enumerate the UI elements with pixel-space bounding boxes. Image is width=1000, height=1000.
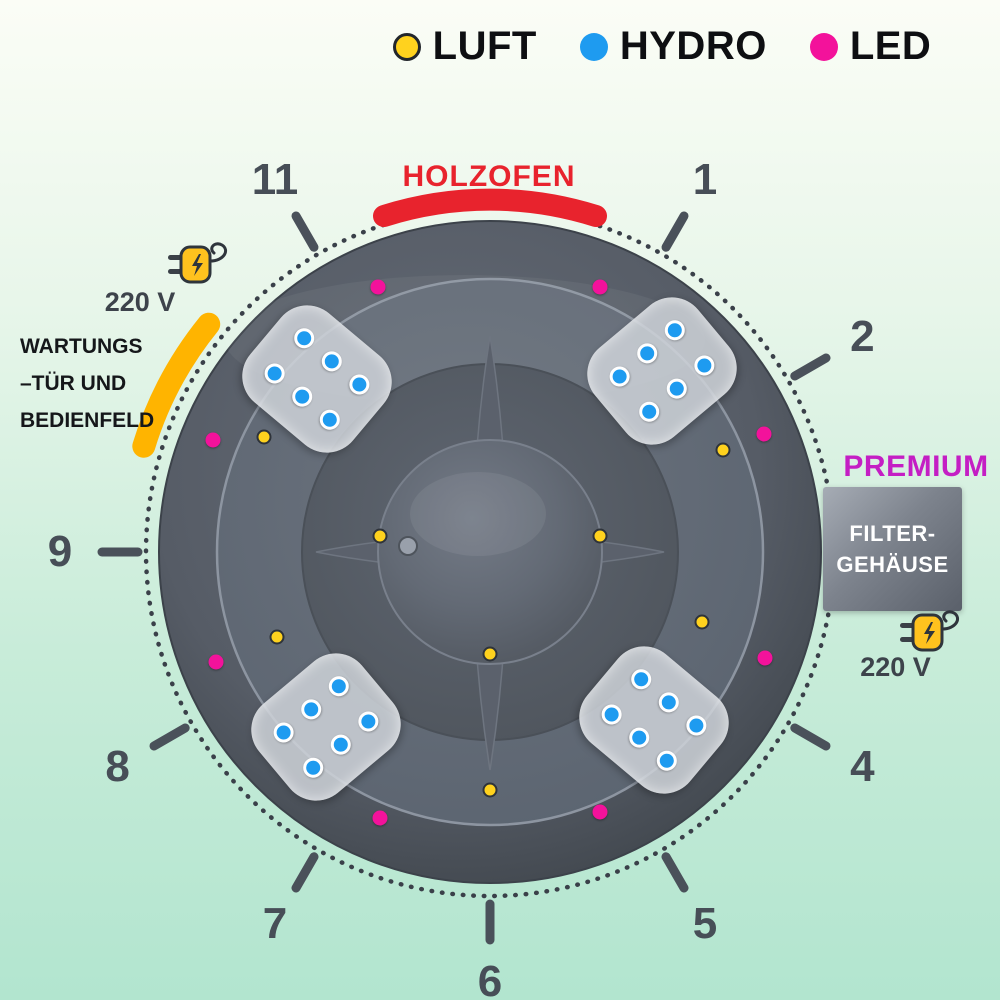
hydro-jet-dot <box>297 695 326 724</box>
hydro-jet-dot <box>660 316 689 345</box>
clock-tick-7 <box>291 852 319 893</box>
led-light-dot <box>757 650 773 666</box>
hydro-jet-dot <box>326 730 355 759</box>
clock-tick-4 <box>790 723 831 751</box>
air-jet-dot <box>372 528 388 544</box>
led-light-dot <box>592 804 608 820</box>
legend-label-hydro: HYDRO <box>619 24 767 68</box>
voltage-label-left: 220 V <box>104 287 176 317</box>
clock-number-1: 1 <box>692 154 718 204</box>
hydro-jet-dot <box>315 405 344 434</box>
plug-prong <box>900 623 914 628</box>
hydro-jet-dot <box>690 351 719 380</box>
hydro-jet-dot <box>605 362 634 391</box>
air-jet-dot <box>694 614 710 630</box>
drain-knob <box>398 536 418 556</box>
center-cone-highlight <box>410 472 546 556</box>
led-light-dot <box>208 654 224 670</box>
plug-prong <box>168 269 182 274</box>
led-light-dot <box>205 432 221 448</box>
clock-number-4: 4 <box>850 742 875 791</box>
led-light-dot <box>372 810 388 826</box>
plug-cable <box>940 610 959 631</box>
hydro-jet-cluster-3 <box>237 639 415 815</box>
filter-housing-label-line1: FILTER- <box>849 521 936 546</box>
legend-label-luft: LUFT <box>432 24 537 68</box>
hydro-jet-dot <box>654 688 683 717</box>
hydro-jet-dot <box>290 324 319 353</box>
hydro-jet-dot <box>324 672 353 701</box>
clock-number-8: 8 <box>105 742 130 791</box>
voltage-label-right: 220 V <box>860 652 931 682</box>
air-jet-dot <box>482 646 498 662</box>
led-light-dot <box>756 426 772 442</box>
clock-number-11: 11 <box>251 154 299 204</box>
clock-tick-8 <box>149 723 190 751</box>
service-door-label-line1: WARTUNGS <box>20 335 143 358</box>
clock-number-2: 2 <box>850 312 875 361</box>
service-door-label: WARTUNGS –TÜR UND BEDIENFELD <box>20 328 154 439</box>
led-light-dot <box>592 279 608 295</box>
service-door-label-line2: –TÜR UND <box>20 372 127 395</box>
center-cone <box>377 439 603 665</box>
clock-tick-1 <box>661 211 689 252</box>
hydro-jet-dot <box>662 374 691 403</box>
clock-number-6: 6 <box>477 957 503 1000</box>
hydro-jet-dot <box>288 382 317 411</box>
hydro-jet-dot <box>597 700 626 729</box>
hydro-jet-dot <box>260 359 289 388</box>
hydro-jet-dot <box>633 339 662 368</box>
legend-item-hydro: HYDRO <box>579 24 767 69</box>
power-plug-icon <box>900 610 959 652</box>
air-jet-dot <box>715 442 731 458</box>
clock-tick-2 <box>790 353 831 381</box>
hydro-jet-cluster-2 <box>573 283 751 459</box>
legend-item-luft: LUFT <box>392 24 537 69</box>
premium-label: PREMIUM <box>843 450 989 483</box>
hydro-jet-dot <box>635 397 664 426</box>
hydro-jet-dot <box>652 746 681 775</box>
holzofen-arc <box>373 188 607 227</box>
clock-tick-5 <box>661 852 689 893</box>
led-light-dot <box>370 279 386 295</box>
legend-dot-led <box>809 32 838 61</box>
hydro-jet-cluster-4 <box>565 632 743 808</box>
service-door-label-line3: BEDIENFELD <box>20 409 155 432</box>
hydro-jet-dot <box>317 347 346 376</box>
hydro-jet-cluster-1 <box>228 291 406 467</box>
air-jet-dot <box>256 429 272 445</box>
clock-number-5: 5 <box>692 899 718 949</box>
hydro-jet-dot <box>625 723 654 752</box>
air-jet-dot <box>269 629 285 645</box>
hydro-jet-dot <box>354 707 383 736</box>
filter-housing-box: FILTER- GEHÄUSE <box>823 487 962 611</box>
plug-prong <box>900 637 914 642</box>
service-door-arc <box>132 312 221 458</box>
hydro-jet-dot <box>269 718 298 747</box>
hydro-jet-dot <box>299 753 328 782</box>
hydro-jet-dot <box>345 370 374 399</box>
plug-prong <box>168 255 182 260</box>
clock-number-7: 7 <box>262 899 288 949</box>
legend: LUFT HYDRO LED <box>0 24 1000 69</box>
plug-cable <box>208 242 227 263</box>
clock-ticks <box>97 211 831 945</box>
legend-item-led: LED <box>809 24 932 69</box>
hydro-jet-dot <box>682 711 711 740</box>
lightning-bolt-icon <box>924 622 935 644</box>
legend-label-led: LED <box>849 24 932 68</box>
clock-tick-11 <box>291 211 319 252</box>
legend-dot-hydro <box>579 32 608 61</box>
filter-housing-label-line2: GEHÄUSE <box>836 552 949 577</box>
air-jet-dot <box>592 528 608 544</box>
legend-dot-luft <box>392 32 421 61</box>
power-plug-icon <box>168 242 227 284</box>
holzofen-label: HOLZOFEN <box>402 160 576 193</box>
clock-number-9: 9 <box>47 527 73 576</box>
air-jet-dot <box>482 782 498 798</box>
hydro-jet-dot <box>627 665 656 694</box>
lightning-bolt-icon <box>192 254 203 276</box>
